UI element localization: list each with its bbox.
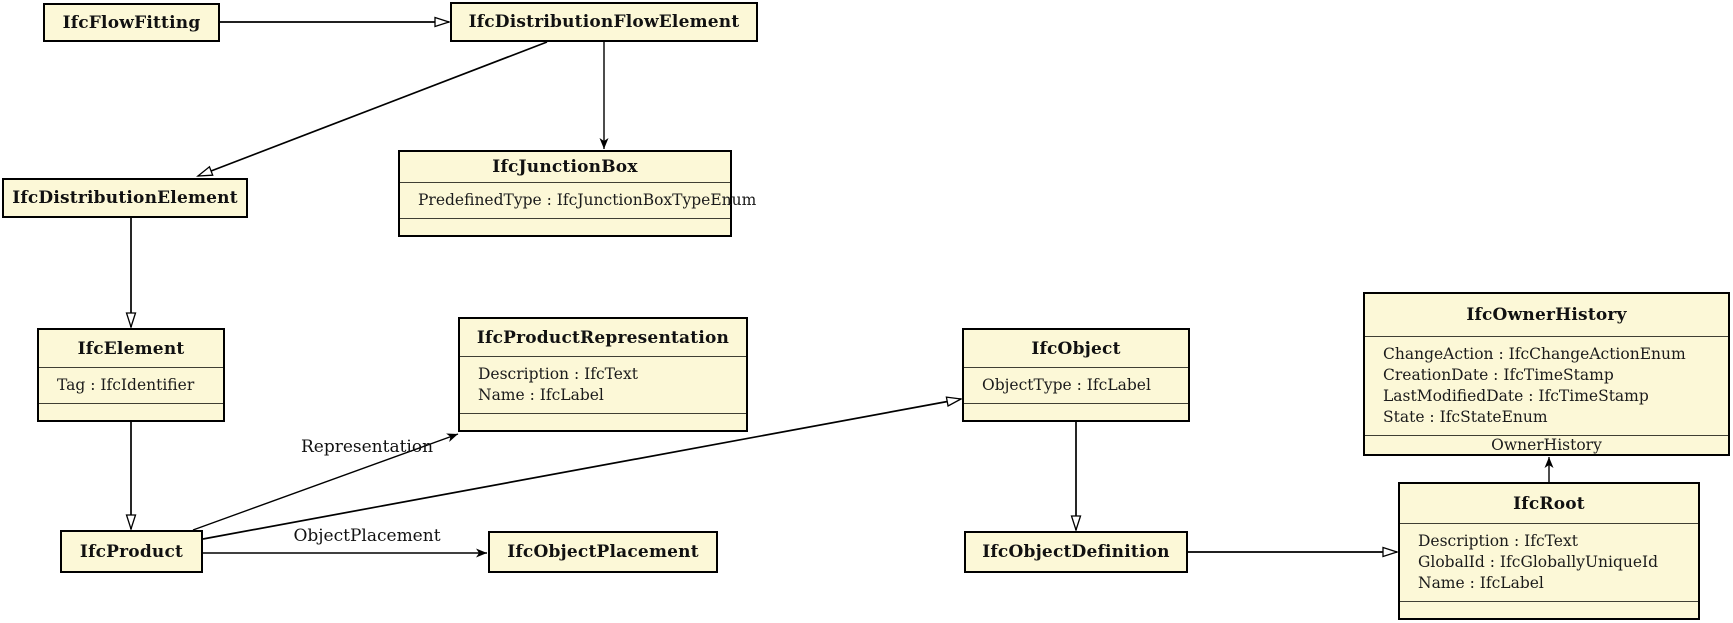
class-title: IfcFlowFitting <box>62 12 201 33</box>
class-ifcproduct[interactable]: IfcProduct <box>60 530 203 573</box>
class-ifcobjectdefinition[interactable]: IfcObjectDefinition <box>964 531 1188 573</box>
class-attribute: CreationDate : IfcTimeStamp <box>1383 366 1614 384</box>
class-title: IfcRoot <box>1513 493 1585 514</box>
edge-ifcproduct-to-ifcproductrepresentation <box>192 433 459 531</box>
class-attribute: PredefinedType : IfcJunctionBoxTypeEnum <box>418 191 757 209</box>
edge-label-objectplacement: ObjectPlacement <box>293 526 441 546</box>
class-ifcobjectplacement[interactable]: IfcObjectPlacement <box>488 531 718 573</box>
class-footer-empty <box>1400 601 1698 618</box>
class-title: IfcElement <box>77 338 185 359</box>
class-footer-empty <box>400 218 730 235</box>
class-attribute: LastModifiedDate : IfcTimeStamp <box>1383 387 1649 405</box>
class-title: IfcObjectDefinition <box>982 542 1170 562</box>
class-attribute: ObjectType : IfcLabel <box>982 376 1151 394</box>
class-title: IfcOwnerHistory <box>1466 305 1627 325</box>
edge-ifcdistributionflowelement-to-ifcdistributionelement <box>196 41 548 177</box>
class-attribute: GlobalId : IfcGloballyUniqueId <box>1418 553 1659 571</box>
class-attribute: ChangeAction : IfcChangeActionEnum <box>1383 345 1686 363</box>
class-footer-empty <box>964 403 1188 420</box>
class-footer-label: OwnerHistory <box>1365 435 1728 454</box>
class-title: IfcDistributionElement <box>12 188 238 208</box>
class-title: IfcDistributionFlowElement <box>468 12 740 32</box>
class-attributes: Tag : IfcIdentifier <box>39 367 223 403</box>
class-footer-empty <box>460 413 746 430</box>
class-attribute: Name : IfcLabel <box>478 386 604 404</box>
edge-ifcproduct-to-ifcobject <box>202 396 964 540</box>
class-attributes: ObjectType : IfcLabel <box>964 367 1188 403</box>
class-title: IfcJunctionBox <box>492 157 638 177</box>
class-attribute: Description : IfcText <box>1418 532 1578 550</box>
class-title: IfcProduct <box>79 541 184 562</box>
class-ifcdistributionflowelement[interactable]: IfcDistributionFlowElement <box>450 2 758 42</box>
class-ifcflowfitting[interactable]: IfcFlowFitting <box>43 3 220 42</box>
edge-label-representation: Representation <box>300 437 434 457</box>
class-title: IfcProductRepresentation <box>476 327 730 348</box>
class-attribute: Tag : IfcIdentifier <box>57 376 195 394</box>
class-title: IfcObjectPlacement <box>507 542 699 562</box>
class-ifcdistributionelement[interactable]: IfcDistributionElement <box>2 178 248 218</box>
class-attribute: Description : IfcText <box>478 365 638 383</box>
class-attribute: State : IfcStateEnum <box>1383 408 1548 426</box>
class-attribute: Name : IfcLabel <box>1418 574 1544 592</box>
class-title: IfcObject <box>1031 338 1121 359</box>
class-attributes: PredefinedType : IfcJunctionBoxTypeEnum <box>400 182 757 218</box>
class-footer-empty <box>39 403 223 420</box>
